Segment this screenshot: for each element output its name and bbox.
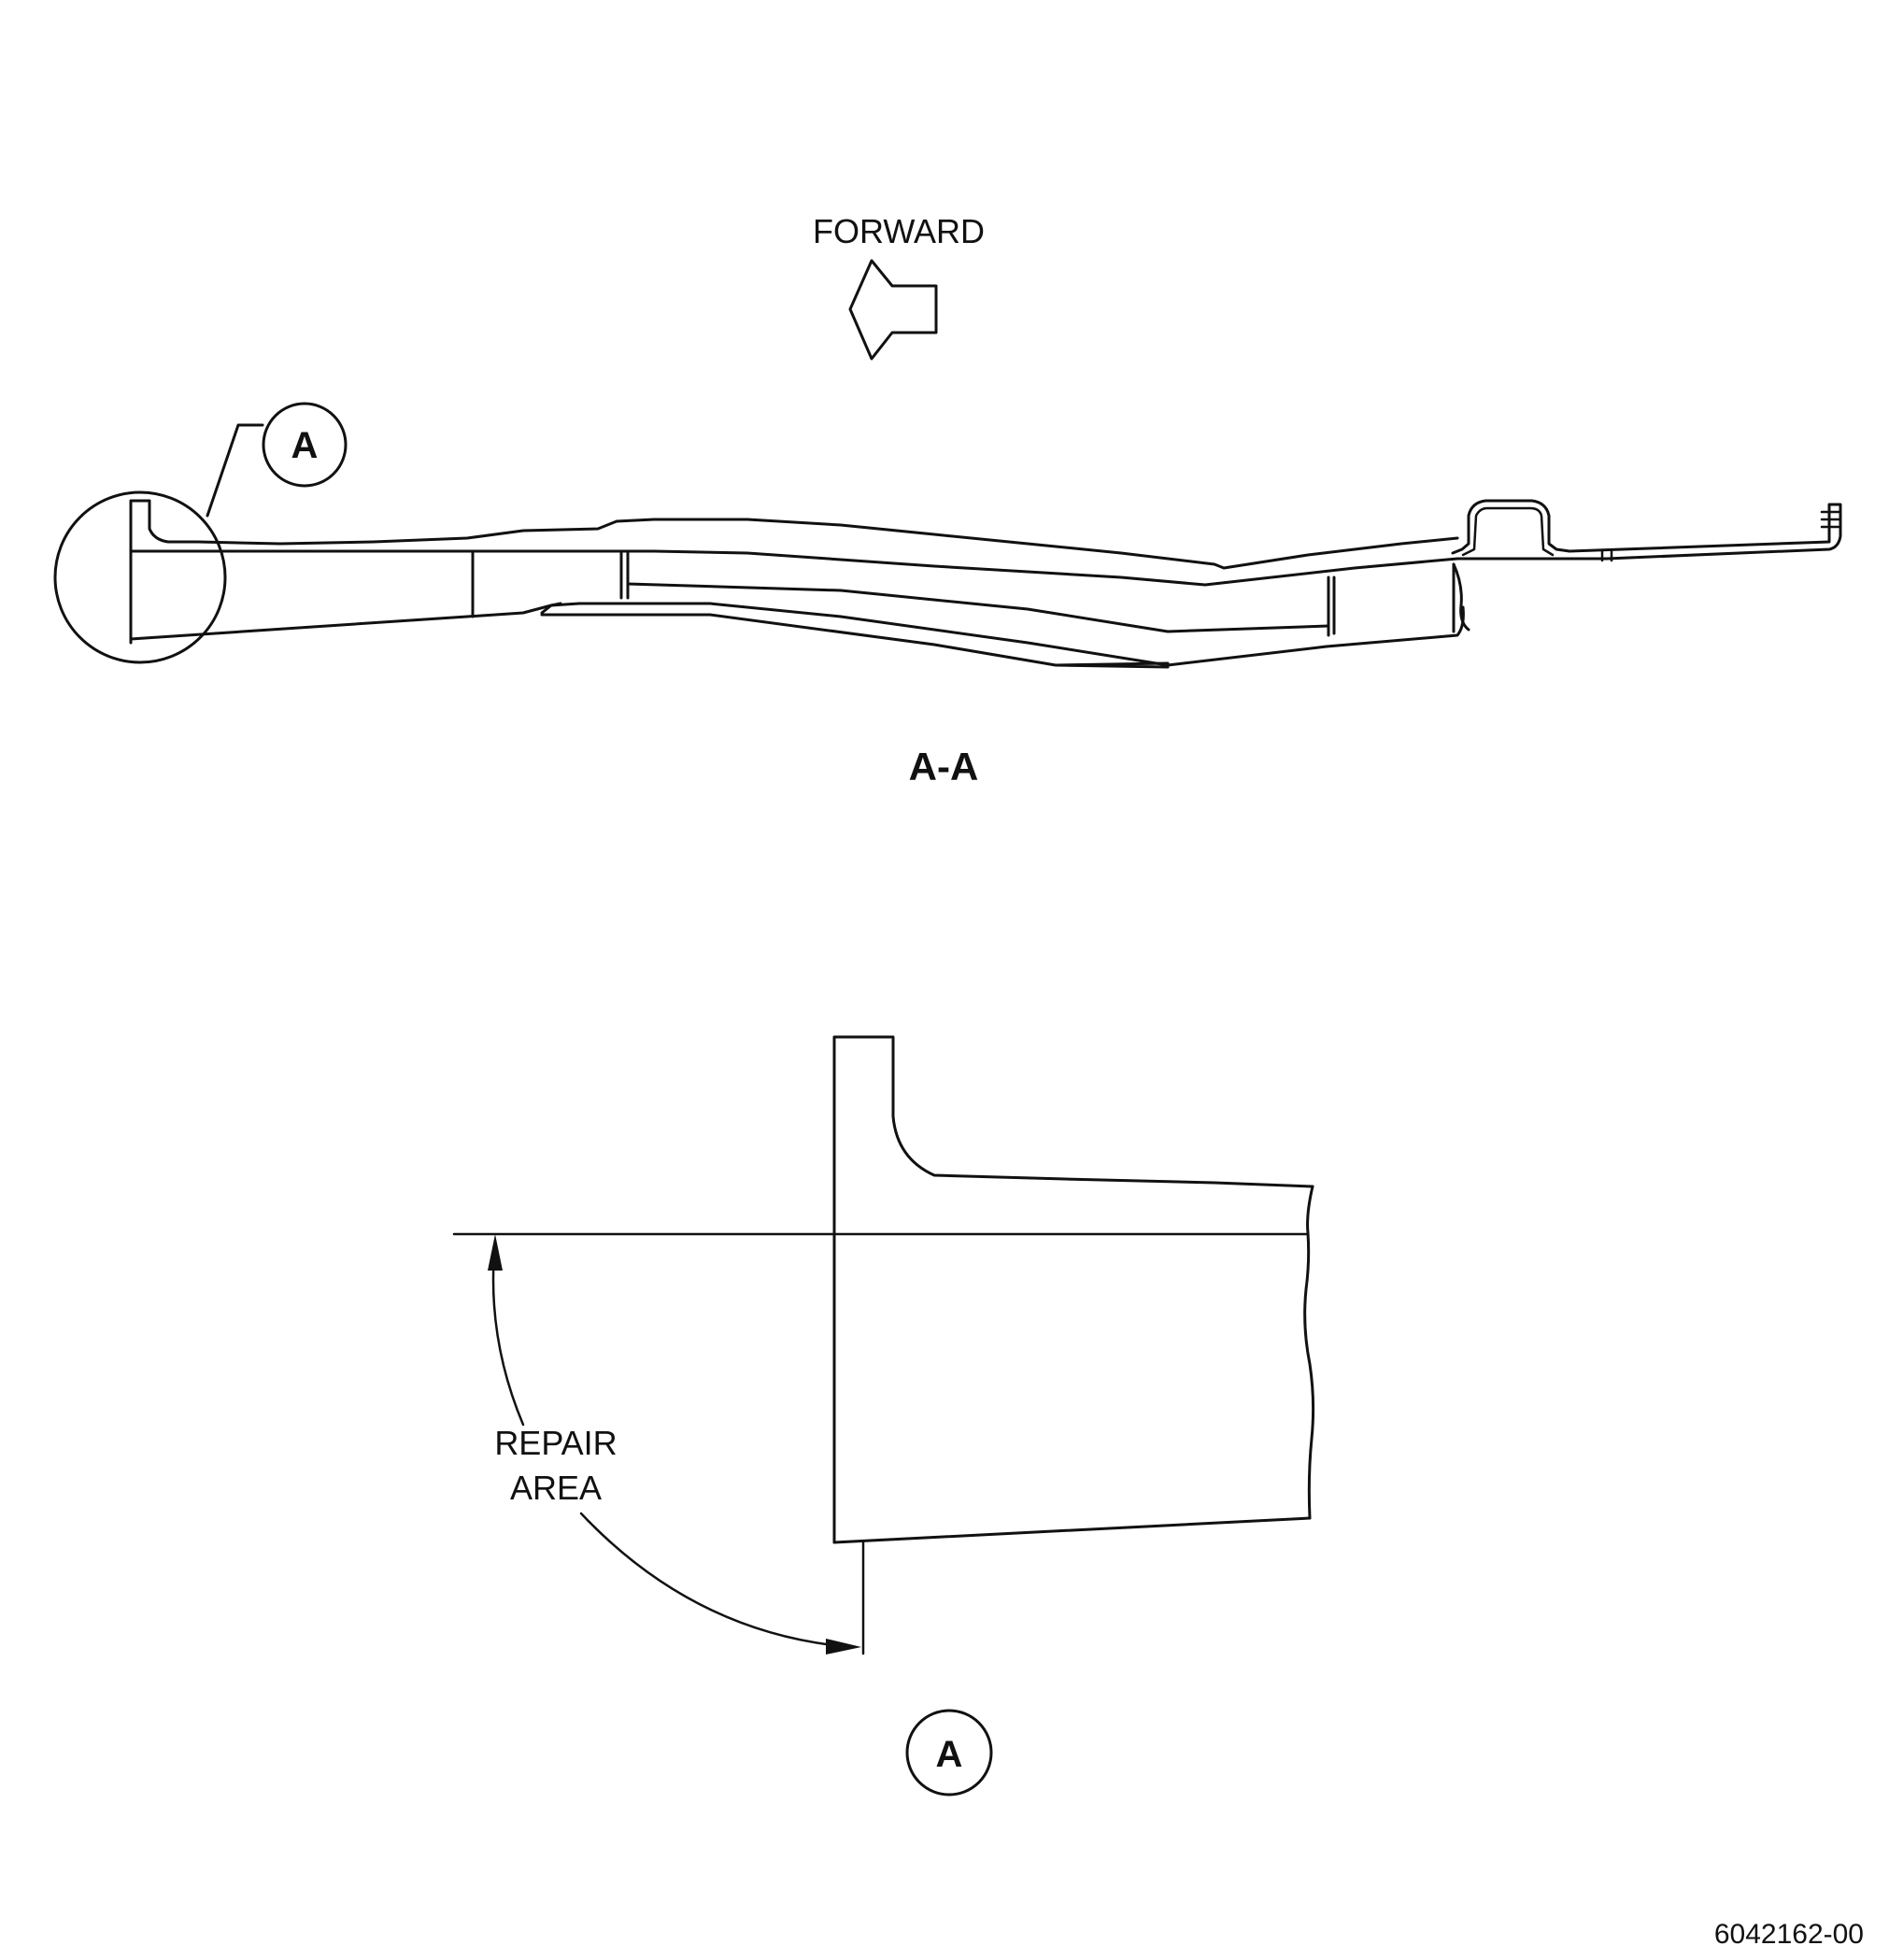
lower-skin-aft xyxy=(1166,605,1465,667)
repair-area-arrow-right xyxy=(826,1639,861,1655)
detail-a-balloon-top xyxy=(262,402,348,488)
repair-area-label-line1: REPAIR xyxy=(494,1424,617,1462)
arrow-left-icon xyxy=(848,259,938,361)
forward-flange xyxy=(129,499,200,645)
aft-bracket xyxy=(1451,499,1571,555)
repair-area-arc-lower xyxy=(579,1512,843,1648)
detail-flange xyxy=(832,1035,1314,1544)
section-a-a-view: A A-A xyxy=(53,402,1842,788)
figure-number: 6042162-00 xyxy=(1714,1919,1864,1950)
detail-a-balloon-bottom xyxy=(905,1709,993,1797)
detail-a-circle xyxy=(53,490,227,664)
detail-a-balloon-top-label: A xyxy=(291,425,319,466)
forward-spar xyxy=(471,551,630,618)
section-a-a-title: A-A xyxy=(909,745,979,788)
lower-doubler xyxy=(540,602,1170,669)
detail-break-line xyxy=(1303,1185,1315,1520)
detail-a-leader xyxy=(206,423,264,518)
aft-upper-skin xyxy=(1568,503,1842,561)
repair-area-arrow-up xyxy=(488,1234,503,1271)
aft-tip-detail xyxy=(1600,510,1842,562)
upper-skin xyxy=(196,518,1459,570)
detail-a-view: REPAIR AREA A xyxy=(452,1035,1315,1797)
aft-spar xyxy=(1327,562,1456,637)
repair-area-label-line2: AREA xyxy=(510,1469,602,1507)
intermediate-skin xyxy=(626,582,1330,633)
detail-lower-skin xyxy=(832,1516,1312,1544)
forward-indicator: FORWARD xyxy=(813,212,985,361)
upper-inner-line xyxy=(129,549,1609,587)
detail-a-balloon-bottom-label: A xyxy=(936,1734,963,1775)
aft-bracket-inner xyxy=(1461,506,1555,557)
lower-skin xyxy=(129,602,1170,667)
aft-spar-flange xyxy=(1452,562,1470,632)
forward-label: FORWARD xyxy=(813,212,985,250)
